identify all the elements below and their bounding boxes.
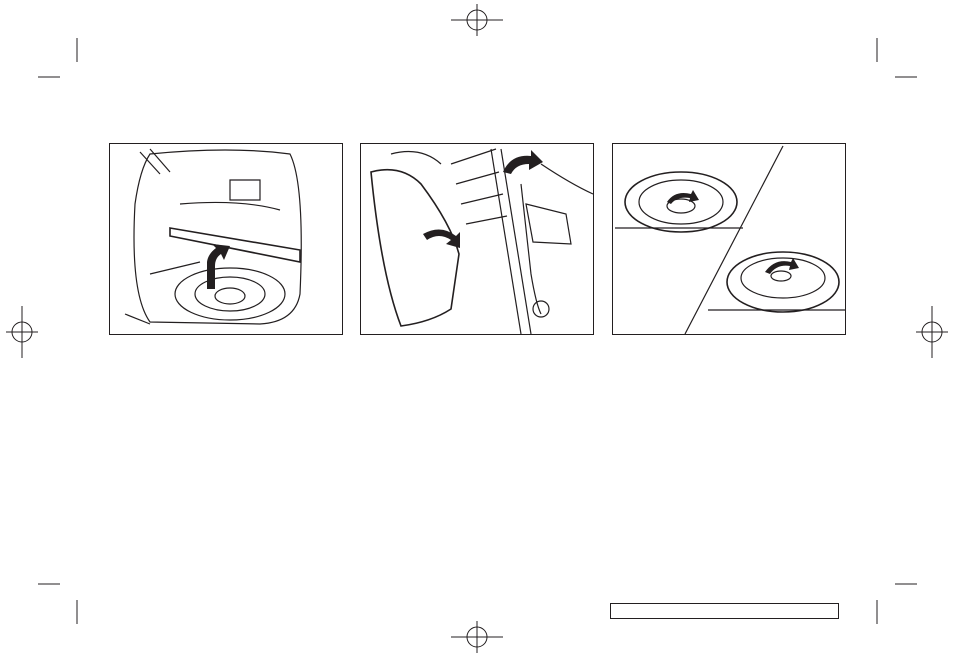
- crop-mark-bottom-left: [38, 584, 77, 624]
- figure-side-cover: [360, 143, 594, 335]
- caption-box: [610, 603, 839, 619]
- trunk-floor-lift-illustration: [110, 144, 342, 334]
- spare-tire-removal-illustration: [613, 144, 845, 334]
- crop-mark-top-left: [38, 38, 77, 77]
- figure-spare-tire: [612, 143, 846, 335]
- registration-mark-left: [6, 306, 38, 358]
- rotate-arrow-icon: [423, 229, 460, 248]
- crop-mark-bottom-right: [877, 584, 917, 624]
- side-cover-jack-illustration: [361, 144, 593, 334]
- figure-trunk: [109, 143, 343, 335]
- lift-arrow-icon: [207, 244, 230, 289]
- registration-mark-bottom: [451, 621, 503, 653]
- registration-mark-right: [916, 306, 948, 358]
- loosen-arrow-icon: [667, 190, 699, 204]
- crop-mark-top-right: [877, 38, 917, 77]
- registration-mark-top: [451, 4, 503, 36]
- turn-arrow-icon: [503, 150, 543, 174]
